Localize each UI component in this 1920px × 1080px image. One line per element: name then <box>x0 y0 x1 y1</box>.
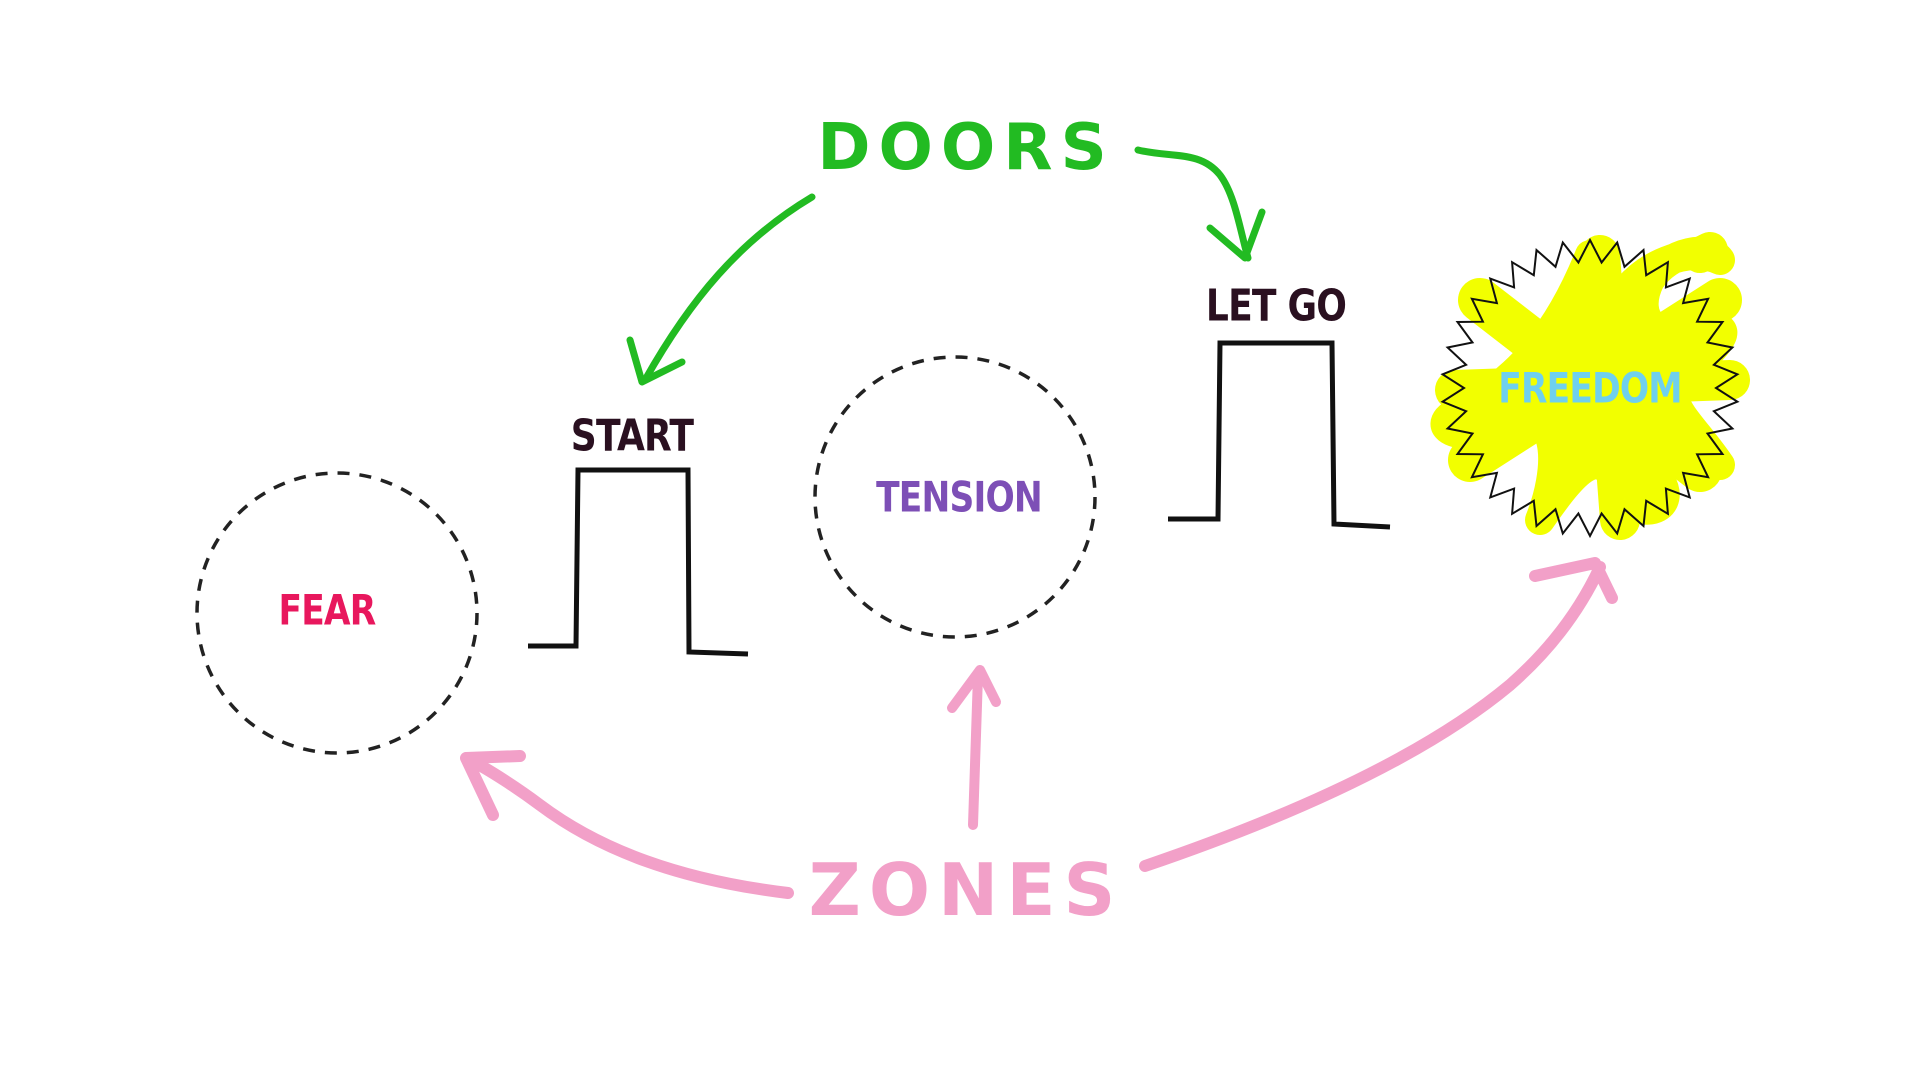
let-go-door-shape <box>1168 343 1390 527</box>
let-go-door-label: LET GO <box>1206 281 1346 332</box>
doors-arrow-to-start <box>645 197 812 380</box>
zones-arrow-to-fear <box>470 760 788 893</box>
doors-title: DOORS <box>817 111 1114 185</box>
zones-title: ZONES <box>809 848 1124 932</box>
start-door-shape <box>528 470 748 654</box>
tension-zone-label: TENSION <box>876 473 1042 522</box>
zones-arrow-to-tension <box>973 675 978 825</box>
start-door-label: START <box>571 411 693 462</box>
zones-arrow-to-freedom <box>1145 567 1600 866</box>
doors-arrow-to-let-go <box>1138 150 1248 258</box>
freedom-zone-label: FREEDOM <box>1498 364 1682 413</box>
zones-arrowhead-freedom <box>1535 563 1612 598</box>
fear-zone-label: FEAR <box>279 586 376 635</box>
